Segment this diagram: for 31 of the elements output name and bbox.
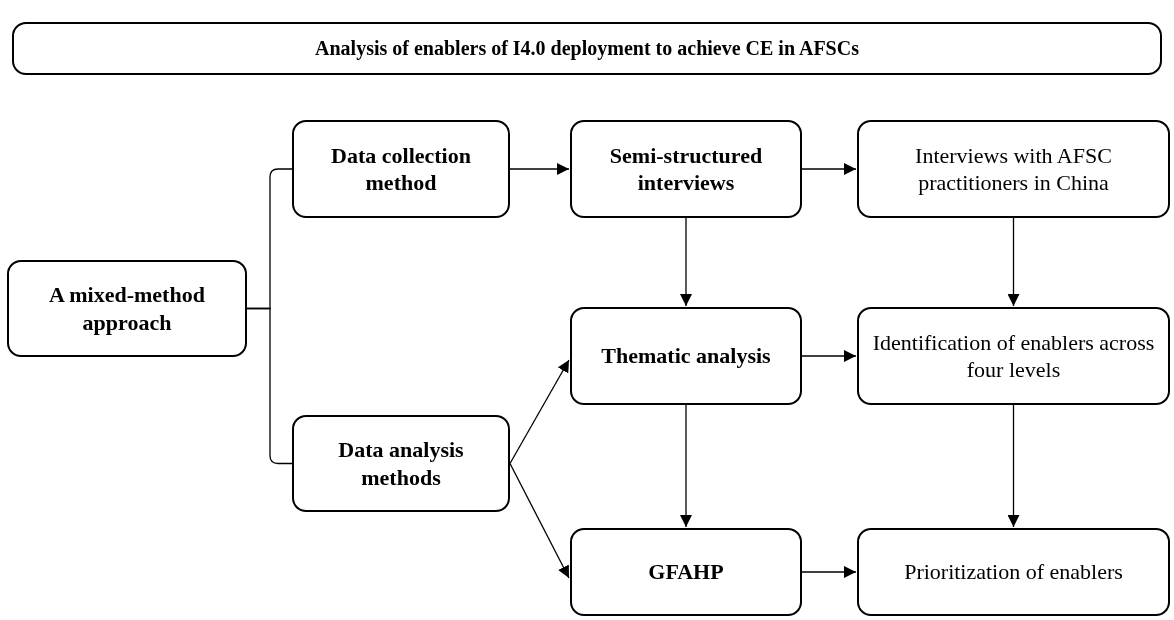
process-box	[7, 260, 247, 357]
node-text: Analysis of enablers of I4.0 deployment to achieve CE in AFSCs	[315, 36, 859, 61]
node-text: A mixed-method approach	[48, 281, 206, 336]
node-text: Data analysis methods	[337, 436, 465, 491]
node-text: Interviews with AFSC practitioners in China	[914, 141, 1113, 197]
node-text: Data collection method	[330, 141, 472, 197]
process-box	[570, 120, 802, 218]
process-box	[292, 120, 510, 218]
node-text: Semi-structured interviews	[608, 141, 764, 197]
node-text: Identification of enablers across four levels	[871, 328, 1156, 384]
arrow	[801, 566, 857, 578]
node-text: Prioritization of enablers	[904, 558, 1123, 586]
arrow	[509, 163, 570, 175]
arrow	[509, 359, 570, 465]
title-box	[12, 22, 1162, 75]
arrow	[801, 163, 857, 175]
process-box	[857, 528, 1170, 616]
arrow	[801, 350, 857, 362]
node-text: GFAHP	[648, 558, 724, 586]
arrow	[1007, 217, 1020, 307]
arrow	[680, 217, 692, 307]
process-box	[857, 120, 1170, 218]
bracket-line	[246, 307, 293, 465]
arrow	[509, 462, 570, 579]
process-box	[292, 415, 510, 512]
node-text: Thematic analysis	[601, 342, 771, 370]
process-box	[857, 307, 1170, 405]
arrow	[1007, 404, 1020, 528]
process-box	[570, 528, 802, 616]
process-box	[570, 307, 802, 405]
arrow	[680, 404, 692, 528]
